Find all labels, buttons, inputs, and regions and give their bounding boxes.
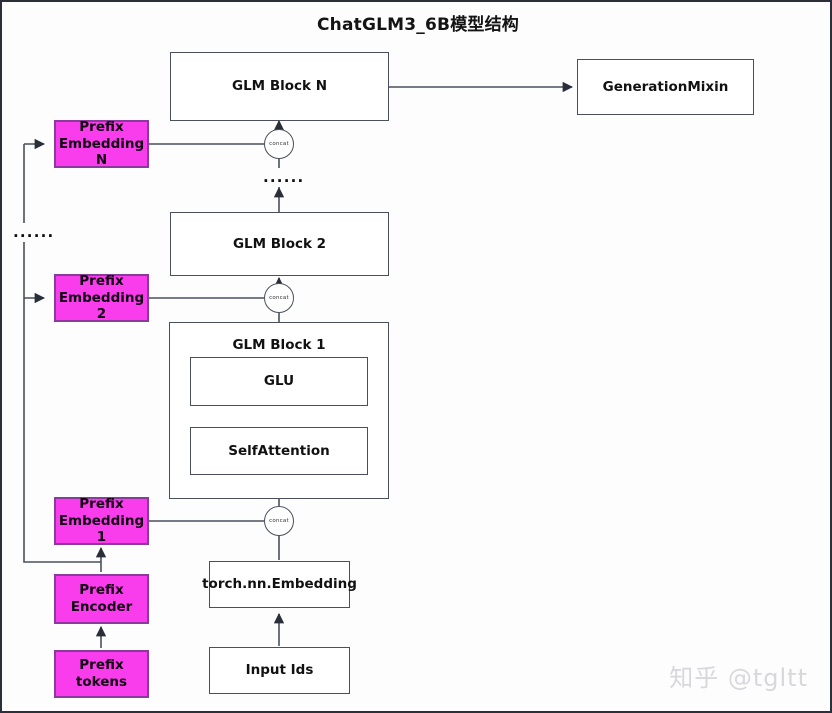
ellipsis-left-rail: ...... — [10, 223, 58, 242]
node-prefix-embedding-2-line2: Embedding 2 — [58, 289, 145, 323]
node-prefix-encoder[interactable]: Prefix Encoder — [54, 574, 149, 624]
node-prefix-embedding-n[interactable]: Prefix Embedding N — [54, 118, 149, 169]
concat-node-n[interactable]: concat — [264, 129, 294, 159]
node-glu[interactable]: GLU — [190, 357, 368, 406]
node-input-ids-label: Input Ids — [245, 662, 314, 679]
node-prefix-embedding-1-line1: Prefix — [79, 495, 124, 512]
concat-node-n-label: concat — [269, 141, 289, 147]
node-prefix-embedding-2[interactable]: Prefix Embedding 2 — [54, 272, 149, 323]
node-torch-nn-embedding-label: torch.nn.Embedding — [202, 576, 357, 593]
concat-node-2[interactable]: concat — [264, 283, 294, 313]
page-title: ChatGLM3_6B模型结构 — [317, 15, 519, 35]
node-glm-block-2-label: GLM Block 2 — [232, 235, 327, 252]
node-input-ids[interactable]: Input Ids — [209, 647, 350, 694]
node-glm-block-n-label: GLM Block N — [232, 78, 327, 95]
node-prefix-embedding-1-line2: Embedding 1 — [58, 512, 145, 546]
concat-node-2-label: concat — [269, 295, 289, 301]
node-self-attention[interactable]: SelfAttention — [190, 427, 368, 475]
node-glm-block-n[interactable]: GLM Block N — [170, 52, 389, 121]
node-prefix-encoder-line1: Prefix — [79, 582, 124, 599]
node-prefix-embedding-n-line1: Prefix — [79, 118, 124, 135]
node-prefix-embedding-1[interactable]: Prefix Embedding 1 — [54, 495, 149, 546]
node-prefix-embedding-n-line2: Embedding N — [58, 135, 145, 169]
concat-node-1[interactable]: concat — [264, 506, 294, 536]
ellipsis-block-stack: ...... — [260, 168, 308, 187]
node-torch-nn-embedding[interactable]: torch.nn.Embedding — [202, 561, 357, 608]
node-prefix-tokens-label: Prefix tokens — [75, 657, 128, 690]
node-prefix-embedding-2-line1: Prefix — [79, 272, 124, 289]
node-self-attention-label: SelfAttention — [228, 442, 330, 459]
node-prefix-encoder-line2: Encoder — [70, 599, 133, 615]
node-generation-mixin[interactable]: GenerationMixin — [577, 59, 754, 115]
node-glm-block-1-label: GLM Block 1 — [232, 337, 326, 353]
watermark: 知乎 @tgltt — [669, 664, 808, 692]
node-glm-block-2[interactable]: GLM Block 2 — [170, 212, 389, 276]
node-glu-label: GLU — [263, 373, 295, 390]
node-generation-mixin-label: GenerationMixin — [602, 78, 729, 95]
concat-node-1-label: concat — [269, 518, 289, 524]
node-prefix-tokens[interactable]: Prefix tokens — [54, 650, 149, 698]
